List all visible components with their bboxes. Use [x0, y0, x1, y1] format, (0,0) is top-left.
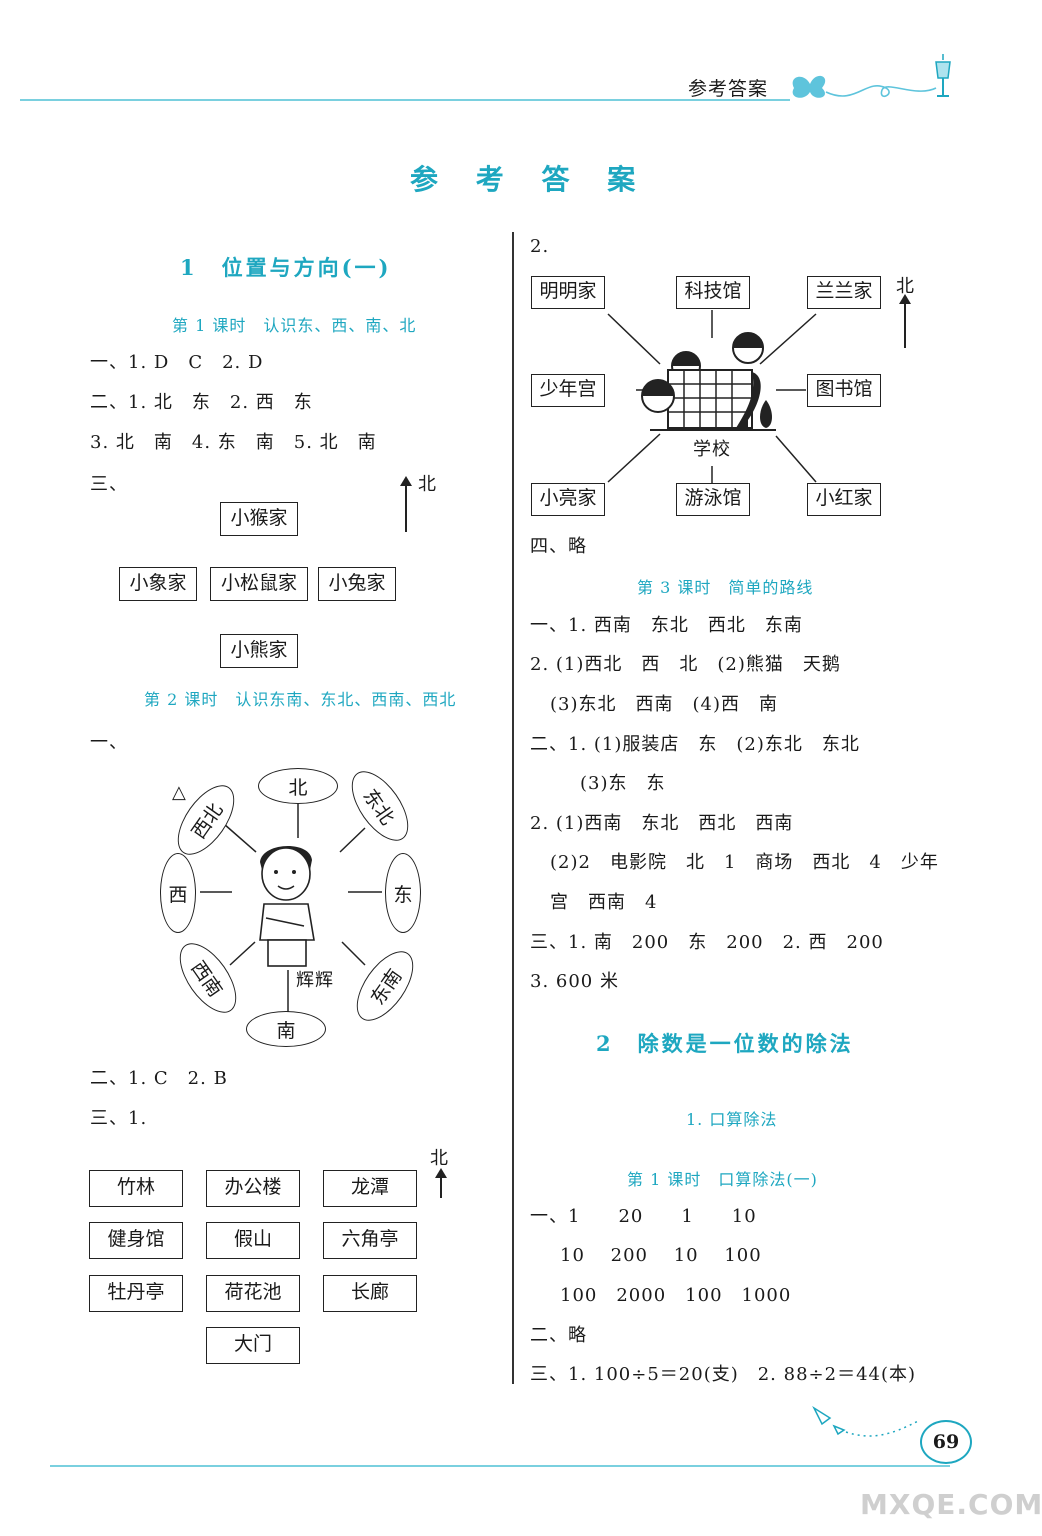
lesson-3-title: 第 3 课时 简单的路线 [637, 578, 814, 597]
answer-line: 二、1. (1)服装店 东 (2)东北 东北 [530, 734, 860, 755]
butterfly-icon [792, 75, 937, 98]
answer-line: 100 2000 100 1000 [560, 1285, 792, 1306]
north-arrow-icon [899, 294, 911, 348]
bird-icon [812, 1405, 921, 1437]
grid-box: 六角亭 [323, 1222, 417, 1259]
map-box: 小熊家 [220, 634, 298, 668]
grid-box: 牡丹亭 [89, 1275, 183, 1312]
grid-box: 龙潭 [323, 1170, 417, 1207]
answer-line: 10 200 10 100 [560, 1245, 762, 1266]
section-1-title: 1 位置与方向(一) [180, 255, 392, 280]
answer-line: 三、1. 南 200 东 200 2. 西 200 [530, 932, 884, 953]
answer-line: (3)东 东 [580, 773, 666, 794]
answer-line: 宫 西南 4 [550, 892, 658, 913]
school-map-box: 图书馆 [807, 374, 881, 407]
answer-line: 二、1. 北 东 2. 西 东 [90, 392, 313, 413]
column-divider [512, 232, 514, 1384]
answer-line: 二、略 [530, 1325, 587, 1346]
school-map-box: 小亮家 [531, 483, 605, 516]
answer-line: 一、1. D C 2. D [90, 352, 264, 373]
grid-box: 荷花池 [206, 1275, 300, 1312]
school-map-box: 科技馆 [676, 276, 750, 309]
answer-line: 三、1. 100÷5＝20(支) 2. 88÷2＝44(本) [530, 1364, 917, 1385]
lesson-4-title: 第 1 课时 口算除法(一) [627, 1170, 818, 1189]
lesson-2-title: 第 2 课时 认识东南、东北、西南、西北 [144, 690, 457, 709]
map-box: 小猴家 [220, 502, 298, 536]
grid-box: 健身馆 [89, 1222, 183, 1259]
grid-box: 假山 [206, 1222, 300, 1259]
north-label: 北 [418, 474, 437, 495]
map-box: 小象家 [119, 567, 197, 601]
answer-line: 三、 [90, 474, 128, 495]
compass-lines [200, 802, 382, 1012]
north-arrow-icon [435, 1168, 447, 1198]
answer-line: 3. 600 米 [530, 971, 619, 992]
footer-line [50, 1465, 950, 1467]
answer-line: 2. (1)西北 西 北 (2)熊猫 天鹅 [530, 654, 841, 675]
grid-box: 办公楼 [206, 1170, 300, 1207]
school-map-lines [607, 310, 817, 488]
answer-line: 2. (1)西南 东北 西北 西南 [530, 813, 794, 834]
answer-line: (3)东北 西南 (4)西 南 [550, 694, 778, 715]
lesson-1-title: 第 1 课时 认识东、西、南、北 [172, 316, 417, 335]
page-number: 69 [920, 1420, 972, 1464]
answer-line: 一、1. 西南 东北 西北 东南 [530, 615, 803, 636]
north-label: 北 [430, 1148, 449, 1169]
grid-box: 竹林 [89, 1170, 183, 1207]
answer-line: 3. 北 南 4. 东 南 5. 北 南 [90, 432, 377, 453]
north-arrow-icon [400, 476, 412, 532]
school-map-box: 游泳馆 [676, 483, 750, 516]
answer-line: 一、1 20 1 10 [530, 1206, 757, 1227]
school-label: 学校 [693, 439, 731, 460]
section-2-title: 2 除数是一位数的除法 [596, 1031, 854, 1056]
map-box: 小兔家 [318, 567, 396, 601]
header-label: 参考答案 [688, 78, 769, 100]
grid-box: 长廊 [323, 1275, 417, 1312]
school-map-box: 明明家 [531, 276, 605, 309]
triangle-marker-icon: △ [172, 782, 187, 803]
boy-illustration-icon [259, 845, 315, 967]
answer-line: 二、1. C 2. B [90, 1068, 228, 1089]
answer-line: (2)2 电影院 北 1 商场 西北 4 少年 [550, 852, 939, 873]
school-building-icon [641, 332, 776, 431]
school-map-box: 少年宫 [531, 374, 605, 407]
answer-line: 四、略 [530, 536, 587, 557]
answer-line: 2. [530, 236, 550, 257]
boy-name: 辉辉 [296, 970, 334, 991]
subsection-title: 1. 口算除法 [686, 1110, 778, 1129]
answer-line: 三、1. [90, 1108, 148, 1129]
school-map-box: 小红家 [807, 483, 881, 516]
school-map-box: 兰兰家 [807, 276, 881, 309]
answer-line: 一、 [90, 732, 128, 753]
compass-north: 北 [258, 768, 338, 804]
page-title: 参 考 答 案 [410, 163, 650, 196]
north-label: 北 [896, 276, 915, 297]
header-line [20, 99, 790, 101]
map-box: 小松鼠家 [210, 567, 308, 601]
compass-south: 南 [246, 1011, 326, 1047]
compass-west: 西 [160, 853, 196, 933]
lamp-icon [935, 54, 951, 97]
compass-east: 东 [385, 853, 421, 933]
watermark: MXQE.COM [860, 1488, 1042, 1521]
grid-box: 大门 [206, 1327, 300, 1364]
